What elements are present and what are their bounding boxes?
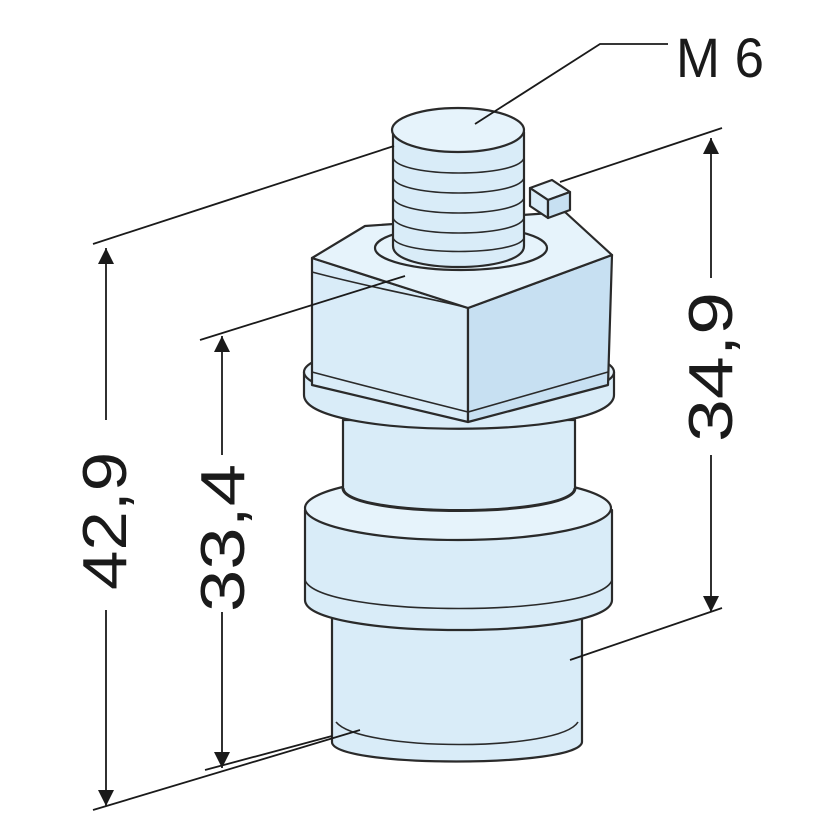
bottom-cylinder xyxy=(330,616,584,763)
thread-leader-line xyxy=(474,43,668,125)
sensor-component xyxy=(302,106,616,763)
right-height-label: 34,9 xyxy=(677,292,746,442)
thread-stud xyxy=(390,106,526,269)
extension-line-low-left xyxy=(204,735,333,771)
lower-height-label: 33,4 xyxy=(189,464,258,612)
extension-line-bottom-right xyxy=(569,607,723,661)
neck-cylinder xyxy=(341,418,577,512)
extension-line-bottom-left xyxy=(92,729,361,811)
dimension-labels: M 6 42,9 33,4 34,9 xyxy=(71,26,764,612)
dimension-lines xyxy=(92,43,723,811)
extension-line-top-left xyxy=(92,145,395,245)
thread-label: M 6 xyxy=(676,26,764,89)
overall-height-label: 42,9 xyxy=(71,452,140,590)
extension-line-mid-left xyxy=(199,275,406,341)
extension-line-top-right xyxy=(559,127,723,183)
